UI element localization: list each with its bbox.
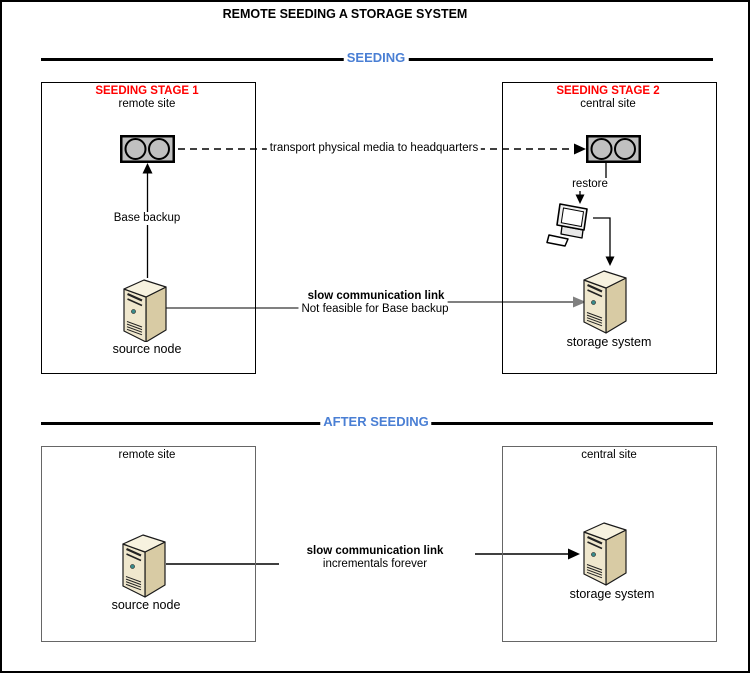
storage-system-label: storage system [563, 335, 655, 350]
desktop-computer-icon [546, 203, 588, 247]
source-node-label: source node [109, 342, 185, 357]
base-backup-label: Base backup [110, 212, 184, 226]
stage2-subtitle: central site [580, 98, 636, 110]
stage1-subtitle: remote site [118, 98, 176, 110]
after-remote-site-box [41, 446, 256, 642]
seeding-divider-label: SEEDING [343, 50, 409, 66]
slow-link-label-seeding: slow communication link [304, 290, 448, 304]
after-storage-system-label: storage system [566, 587, 658, 602]
stage2-title: SEEDING STAGE 2 [556, 85, 660, 97]
after-left-subtitle: remote site [118, 449, 176, 461]
slow-link-arrow-after [166, 548, 580, 565]
after-right-subtitle: central site [581, 449, 637, 461]
slow-link-note-seeding: Not feasible for Base backup [298, 303, 452, 317]
stage1-title: SEEDING STAGE 1 [95, 85, 199, 97]
after-source-node-label: source node [108, 598, 184, 613]
after-central-site-box [502, 446, 717, 642]
after-seeding-divider-label: AFTER SEEDING [320, 414, 432, 430]
restore-label: restore [569, 178, 611, 192]
slow-link-arrow-seeding [166, 296, 586, 309]
slow-link-note-after: incrementals forever [319, 558, 431, 572]
seeding-stage1-box [41, 82, 256, 374]
seeding-stage2-box [502, 82, 717, 374]
slow-link-label-after: slow communication link [303, 545, 447, 559]
restore-to-storage-arrow [593, 217, 615, 266]
transport-label: transport physical media to headquarters [266, 142, 482, 156]
page-title: REMOTE SEEDING A STORAGE SYSTEM [222, 7, 468, 21]
